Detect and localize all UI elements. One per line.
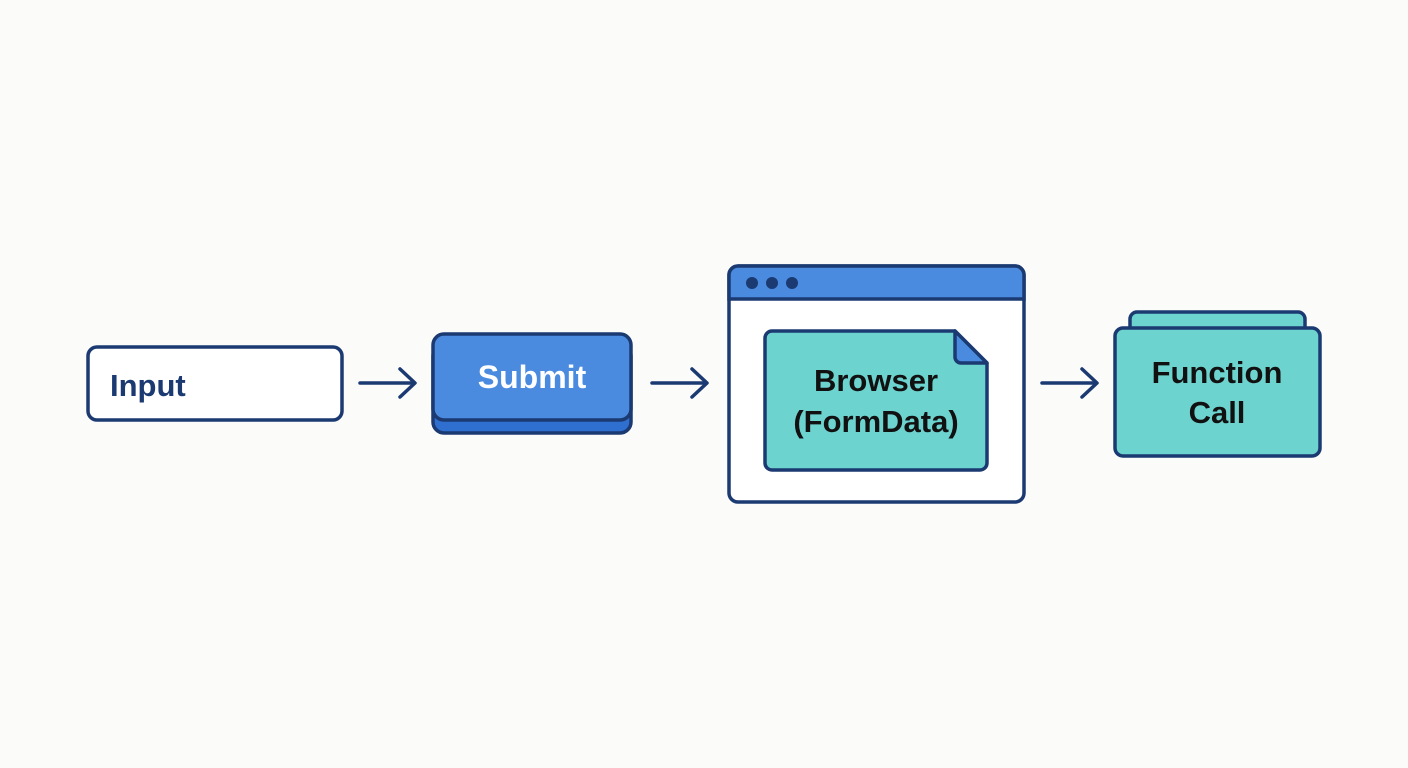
function-call-card (1113, 326, 1322, 458)
folded-corner-icon (953, 329, 989, 365)
browser-title-bar (727, 264, 1026, 301)
input-node: Input (86, 345, 344, 422)
submit-node: Submit (431, 332, 633, 435)
function-call-node: Function Call (1113, 310, 1322, 458)
function-call-label-line2: Call (1189, 395, 1246, 430)
input-label: Input (110, 368, 186, 403)
arrow-right-icon (650, 367, 709, 399)
arrow-right-icon (1040, 367, 1099, 399)
window-dots-icon (746, 277, 798, 289)
browser-node: Browser (FormData) (727, 264, 1026, 504)
arrow-right-icon (358, 367, 417, 399)
formdata-document (763, 329, 989, 472)
browser-label-line1: Browser (814, 363, 938, 398)
browser-label-line2: (FormData) (793, 404, 958, 439)
function-call-label-line1: Function (1152, 355, 1283, 390)
submit-label: Submit (478, 359, 587, 395)
submit-button-face (431, 332, 633, 422)
input-box (86, 345, 344, 422)
